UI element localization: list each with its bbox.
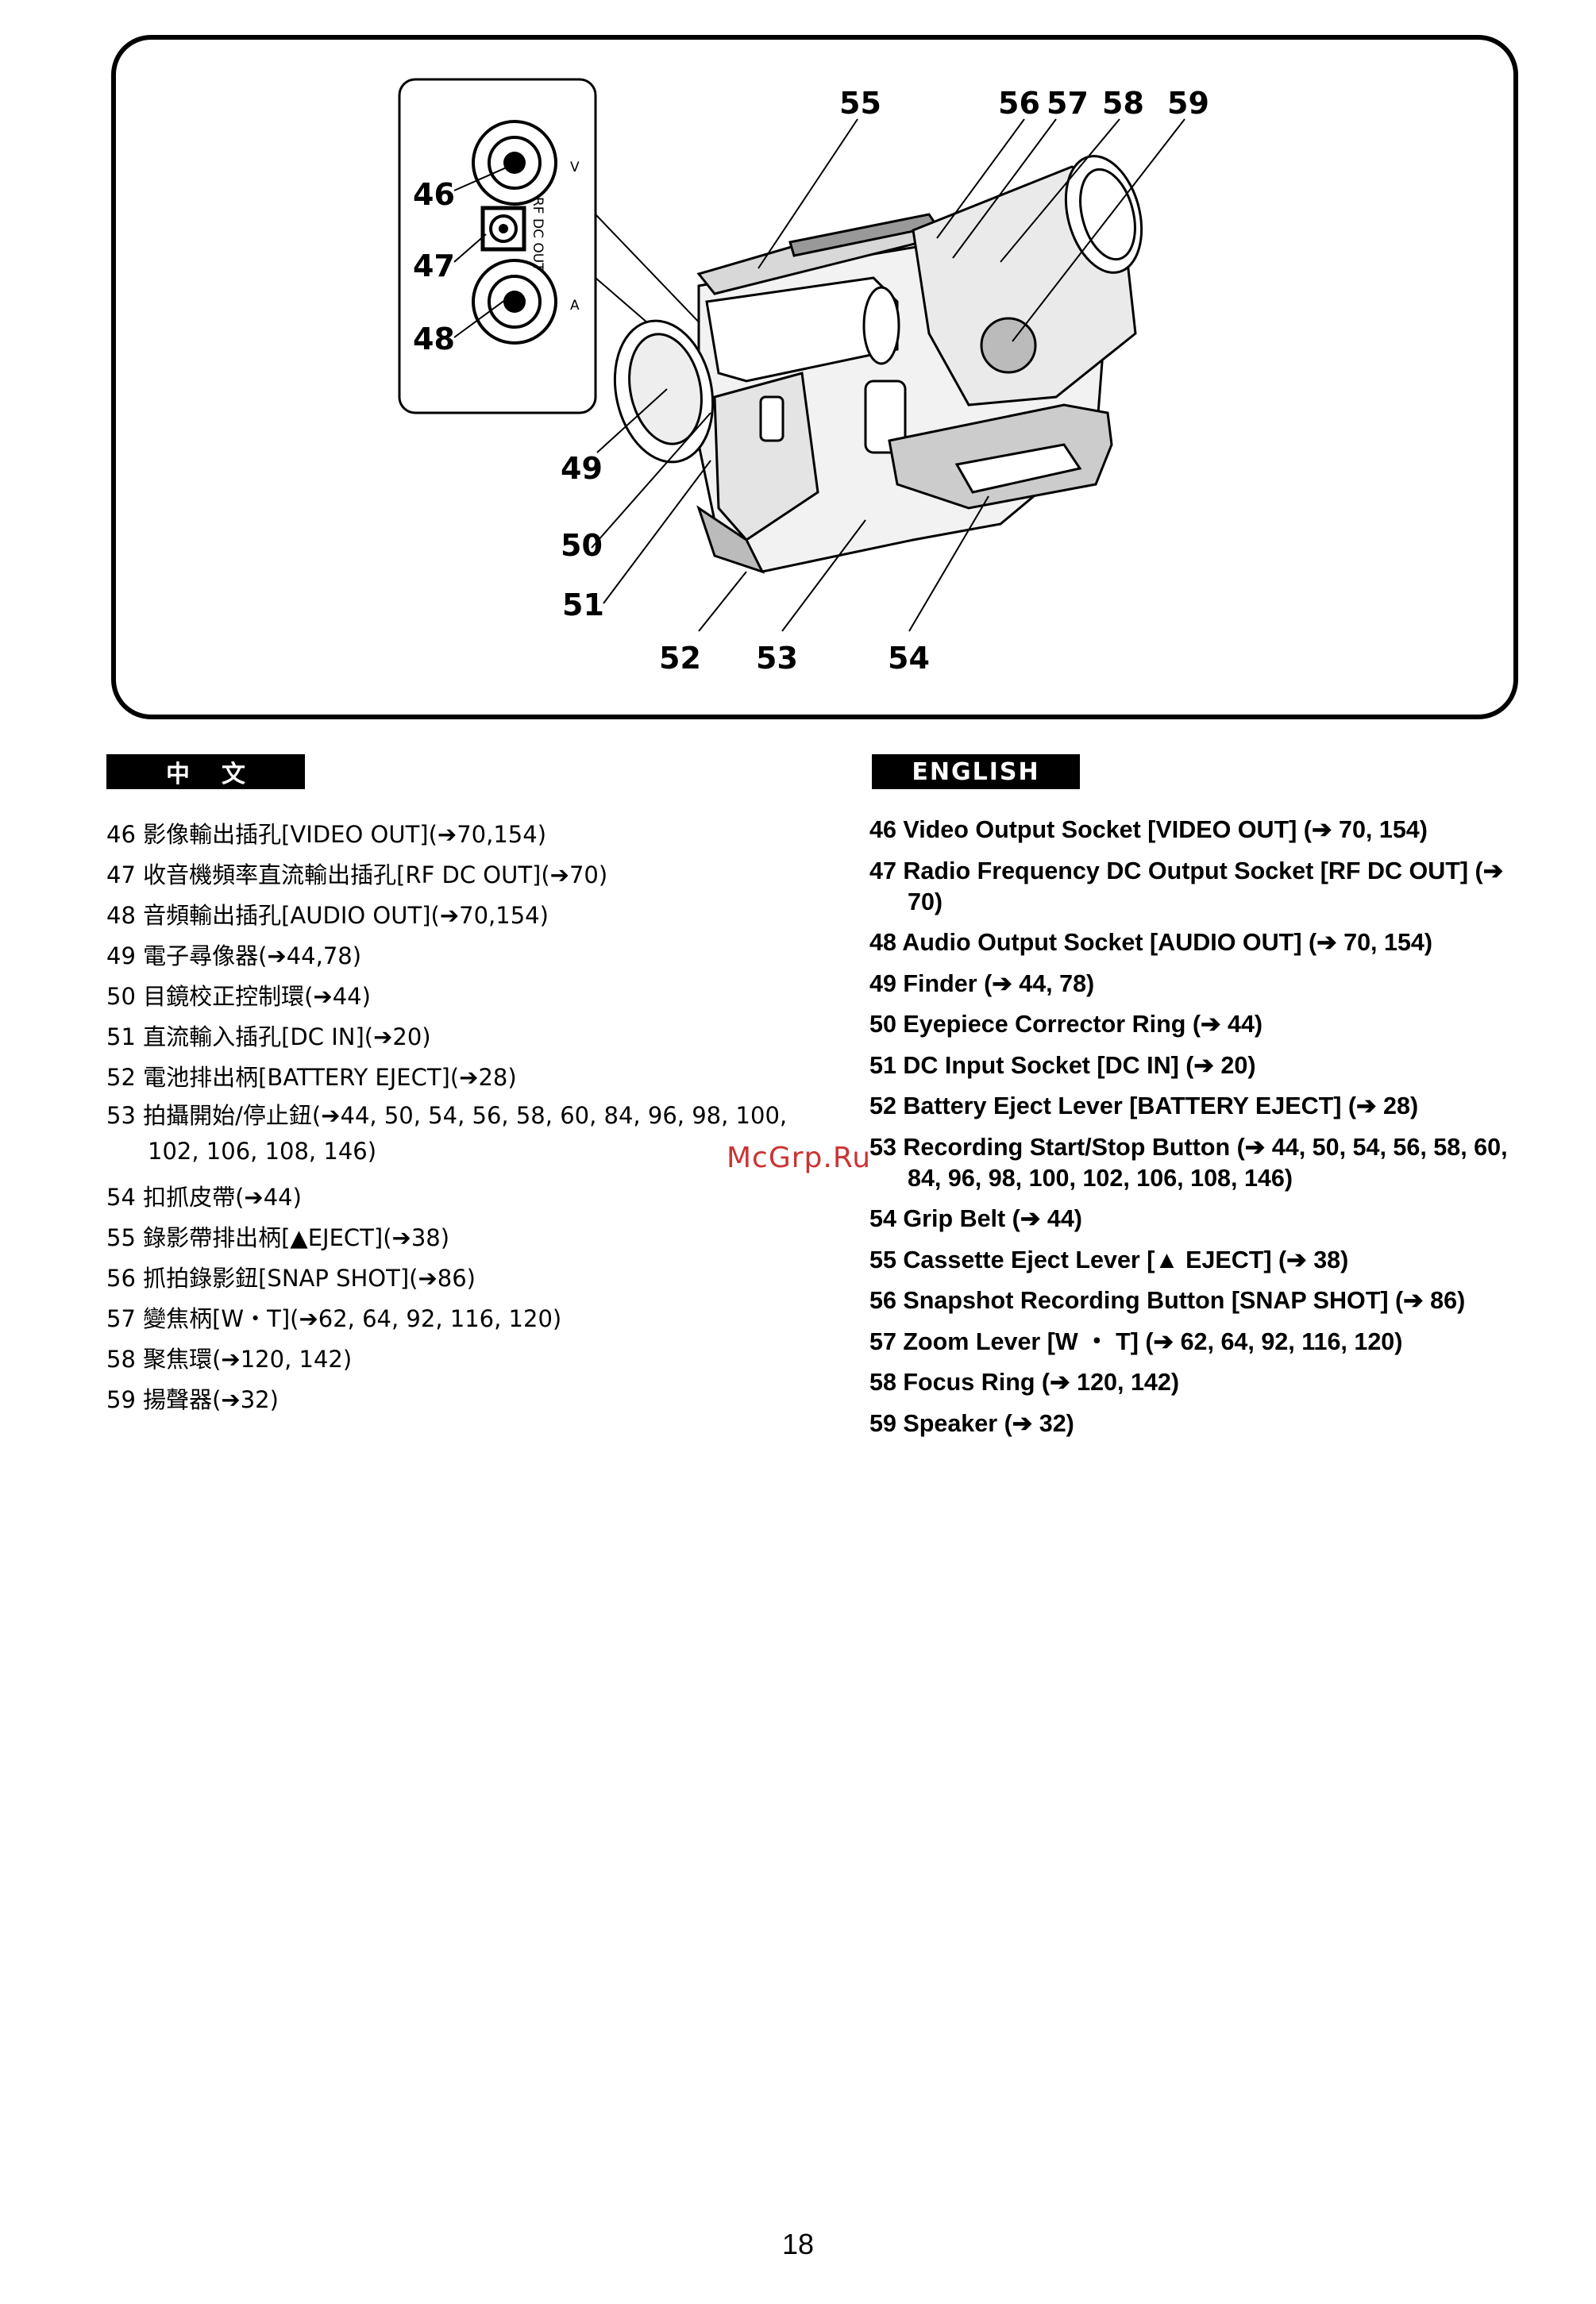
inset-label-v: V xyxy=(570,160,580,175)
english-parts-list: 46 Video Output Socket [VIDEO OUT] (➔ 70… xyxy=(869,815,1521,1449)
list-item: 50 Eyepiece Corrector Ring (➔ 44) xyxy=(869,1011,1263,1038)
list-item: 56 Snapshot Recording Button [SNAP SHOT]… xyxy=(869,1287,1466,1314)
list-item: 46 影像輸出插孔[VIDEO OUT](➔70,154) xyxy=(106,821,547,848)
inset-label-rf-dc-out: RF DC OUT xyxy=(530,197,545,272)
callout-51: 51 xyxy=(562,588,604,622)
callout-57: 57 xyxy=(1047,86,1089,121)
list-item: 49 電子尋像器(➔44,78) xyxy=(106,942,362,969)
callout-58: 58 xyxy=(1102,86,1144,121)
callout-numbers: 55 56 57 58 59 46 47 48 49 50 51 52 53 5… xyxy=(413,86,1209,676)
list-item: 57 Zoom Lever [W ・ T] (➔ 62, 64, 92, 116… xyxy=(869,1327,1403,1355)
list-item: 46 Video Output Socket [VIDEO OUT] (➔ 70… xyxy=(869,816,1428,843)
callout-53: 53 xyxy=(756,641,798,676)
list-item: 59 Speaker (➔ 32) xyxy=(869,1409,1074,1437)
chinese-section-header: 中文 xyxy=(106,754,305,789)
list-item: 54 Grip Belt (➔ 44) xyxy=(869,1205,1082,1232)
list-item: 52 電池排出柄[BATTERY EJECT](➔28) xyxy=(106,1064,517,1091)
list-item: 55 錄影帶排出柄[▲EJECT](➔38) xyxy=(106,1224,450,1251)
list-item: 47 收音機頻率直流輸出插孔[RF DC OUT](➔70) xyxy=(106,861,608,888)
camcorder-body xyxy=(613,155,1143,574)
speaker-grille xyxy=(980,317,1037,374)
list-item: 54 扣抓皮帶(➔44) xyxy=(106,1184,302,1211)
callout-54: 54 xyxy=(888,641,930,676)
chinese-parts-list: 46 影像輸出插孔[VIDEO OUT](➔70,154) 47 收音機頻率直流… xyxy=(106,815,821,1420)
callout-59: 59 xyxy=(1167,86,1209,121)
callout-52: 52 xyxy=(659,641,701,676)
list-item: 47 Radio Frequency DC Output Socket [RF … xyxy=(869,857,1504,915)
list-item: 53 Recording Start/Stop Button (➔ 44, 50… xyxy=(869,1133,1508,1192)
list-item: 55 Cassette Eject Lever [▲ EJECT] (➔ 38) xyxy=(869,1246,1349,1273)
callout-55: 55 xyxy=(839,86,881,121)
camcorder-diagram: V A RF DC OUT xyxy=(398,78,1209,676)
list-item: 50 目鏡校正控制環(➔44) xyxy=(106,983,371,1010)
callout-47: 47 xyxy=(413,249,455,283)
callout-56: 56 xyxy=(998,86,1040,121)
callout-50: 50 xyxy=(561,528,603,563)
callout-48: 48 xyxy=(413,322,455,356)
list-item: 58 聚焦環(➔120, 142) xyxy=(106,1346,353,1373)
watermark: McGrp.Ru xyxy=(727,1142,872,1174)
leader-lines xyxy=(453,118,1185,632)
list-item: 59 揚聲器(➔32) xyxy=(106,1386,279,1413)
callout-49: 49 xyxy=(561,451,603,486)
callout-46: 46 xyxy=(413,177,455,212)
list-item: 56 抓拍錄影鈕[SNAP SHOT](➔86) xyxy=(106,1265,476,1292)
page-number: 18 xyxy=(781,2228,815,2260)
list-item: 53 拍攝開始/停止鈕(➔44, 50, 54, 56, 58, 60, 84,… xyxy=(106,1102,788,1165)
list-item: 48 音頻輸出插孔[AUDIO OUT](➔70,154) xyxy=(106,902,549,929)
list-item: 52 Battery Eject Lever [BATTERY EJECT] (… xyxy=(869,1092,1419,1119)
english-section-header: ENGLISH xyxy=(872,754,1080,789)
list-item: 48 Audio Output Socket [AUDIO OUT] (➔ 70… xyxy=(869,929,1433,956)
list-item: 58 Focus Ring (➔ 120, 142) xyxy=(869,1369,1179,1396)
figure-frame xyxy=(111,35,1518,719)
inset-label-a: A xyxy=(570,298,580,314)
list-item: 51 DC Input Socket [DC IN] (➔ 20) xyxy=(869,1051,1256,1079)
list-item: 57 變焦柄[W・T](➔62, 64, 92, 116, 120) xyxy=(106,1305,562,1332)
list-item: 51 直流輸入插孔[DC IN](➔20) xyxy=(106,1023,431,1050)
list-item: 49 Finder (➔ 44, 78) xyxy=(869,969,1095,997)
